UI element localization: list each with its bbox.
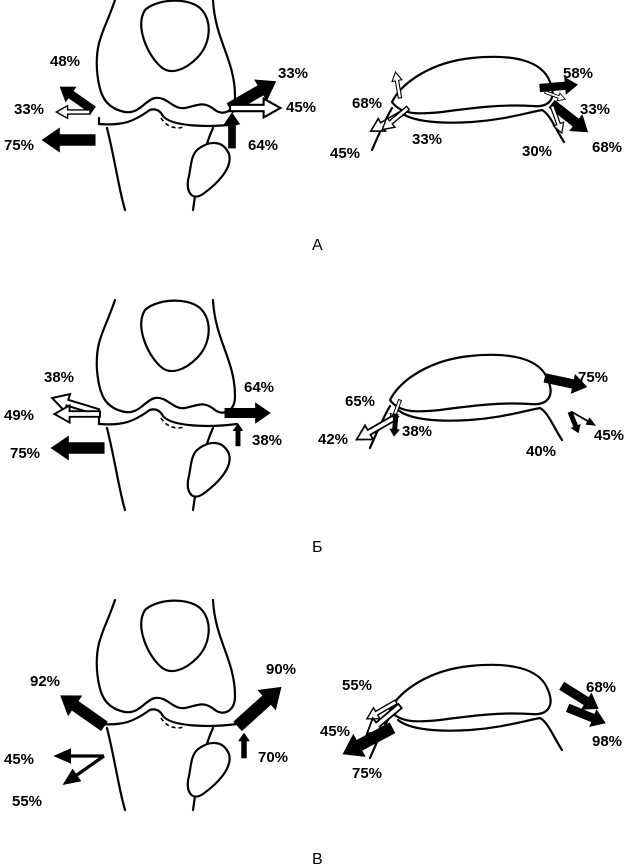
force-label: 92% — [30, 673, 60, 690]
force-label: 90% — [266, 661, 296, 678]
force-label: 65% — [345, 393, 375, 410]
force-label: 55% — [342, 677, 372, 694]
force-arrow — [238, 732, 250, 759]
force-label: 68% — [352, 95, 382, 112]
force-label: 38% — [44, 369, 74, 386]
force-arrow — [223, 112, 241, 149]
force-label: 38% — [252, 432, 282, 449]
panel-label: Б — [312, 539, 323, 556]
force-label: 30% — [522, 143, 552, 160]
force-label: 33% — [412, 131, 442, 148]
force-label: 75% — [10, 445, 40, 462]
knee-bone-drawing — [95, 598, 239, 812]
force-label: 42% — [318, 431, 348, 448]
force-label: 68% — [586, 679, 616, 696]
panel-label: А — [312, 237, 323, 254]
force-label: 33% — [580, 101, 610, 118]
force-label: 75% — [4, 137, 34, 154]
force-label: 48% — [50, 53, 80, 70]
force-label: 40% — [526, 443, 556, 460]
force-label: 64% — [244, 379, 274, 396]
force-label: 75% — [352, 765, 382, 782]
force-label: 55% — [12, 793, 42, 810]
force-label: 98% — [592, 733, 622, 750]
force-arrow — [377, 102, 413, 136]
force-arrow — [50, 435, 105, 461]
force-label: 70% — [258, 749, 288, 766]
panel-a: 48% 33% 75% 33% 45% 64% 68% 45% 33% 58% … — [4, 0, 622, 254]
force-label: 45% — [330, 145, 360, 162]
force-label: 68% — [592, 139, 622, 156]
knee-bone-drawing — [95, 0, 239, 212]
panel-label: В — [312, 851, 323, 868]
force-label: 49% — [4, 407, 34, 424]
patella-lateral-drawing — [370, 55, 566, 152]
force-arrow — [41, 127, 96, 153]
knee-bone-drawing — [95, 298, 239, 512]
force-arrow — [232, 423, 244, 447]
panel-b: 38% 49% 75% 64% 38% 65% 42% 38% 75% 40% … — [4, 298, 624, 556]
force-label: 33% — [278, 65, 308, 82]
force-label: 45% — [286, 99, 316, 116]
force-label: 64% — [248, 137, 278, 154]
force-label: 45% — [594, 427, 624, 444]
force-label: 58% — [563, 65, 593, 82]
force-label: 33% — [14, 101, 44, 118]
force-label: 75% — [578, 369, 608, 386]
force-arrow — [228, 677, 290, 736]
force-label: 45% — [4, 751, 34, 768]
force-label: 45% — [320, 723, 350, 740]
force-label: 38% — [402, 423, 432, 440]
panel-v: 92% 45% 55% 90% 70% 55% 45% 75% 68% 98% … — [4, 598, 622, 868]
